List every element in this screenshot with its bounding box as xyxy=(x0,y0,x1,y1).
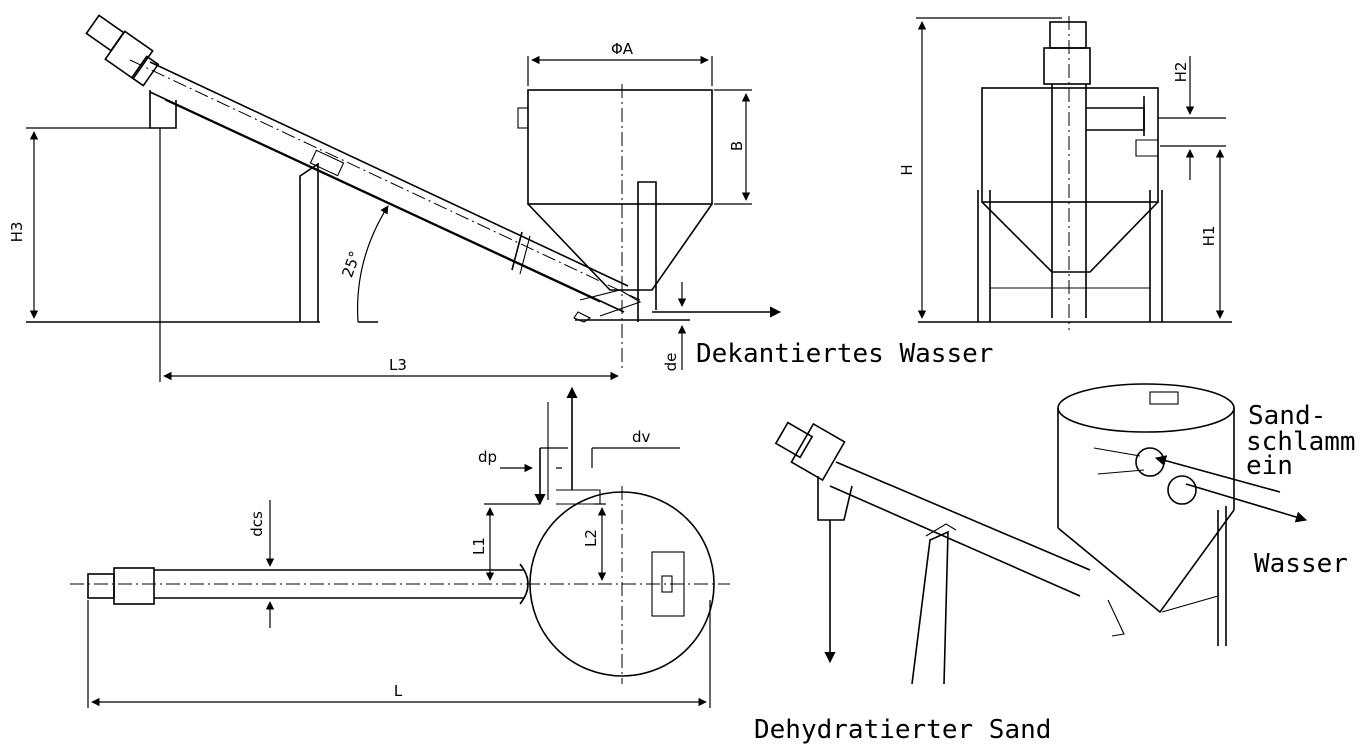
dim-l3: L3 xyxy=(389,356,407,374)
label-dehydrated-sand: Dehydratierter Sand xyxy=(754,715,1051,745)
label-sand-slurry-2: schlamm xyxy=(1246,427,1356,457)
top-view: dp dv L1 L2 dcs L xyxy=(70,386,730,708)
dim-h2: H2 xyxy=(1172,62,1190,83)
dim-l: L xyxy=(394,682,403,700)
screw-conveyor-tube xyxy=(129,59,641,313)
dim-h: H xyxy=(898,164,916,175)
dim-b: B xyxy=(728,141,746,151)
dim-de: de xyxy=(662,353,680,372)
motor-gearbox xyxy=(85,14,160,87)
label-sand-slurry-1: Sand- xyxy=(1248,401,1326,431)
inlet-chute xyxy=(149,90,177,129)
settling-tank xyxy=(517,84,713,372)
label-sand-slurry-3: ein xyxy=(1246,451,1293,481)
dim-phi-a: ΦA xyxy=(611,40,634,58)
dim-h3: H3 xyxy=(8,222,26,243)
angle-arc xyxy=(356,205,389,323)
dim-dcs: dcs xyxy=(248,511,266,537)
side-view: H3 25° ΦA B L3 de Deka xyxy=(8,14,993,382)
dim-h1: H1 xyxy=(1200,226,1218,247)
label-decanted-water: Dekantiertes Wasser xyxy=(696,339,993,369)
dim-dp: dp xyxy=(478,448,497,466)
isometric-view: Sand- schlamm ein Wasser Dehydratierter … xyxy=(754,383,1356,745)
dim-l1: L1 xyxy=(470,537,488,555)
dim-dv: dv xyxy=(632,428,651,446)
front-view: H H2 H1 xyxy=(898,16,1232,330)
dim-l2: L2 xyxy=(582,529,600,547)
support-leg xyxy=(299,149,345,322)
front-tank-body xyxy=(981,87,1159,203)
label-water: Wasser xyxy=(1254,549,1348,579)
